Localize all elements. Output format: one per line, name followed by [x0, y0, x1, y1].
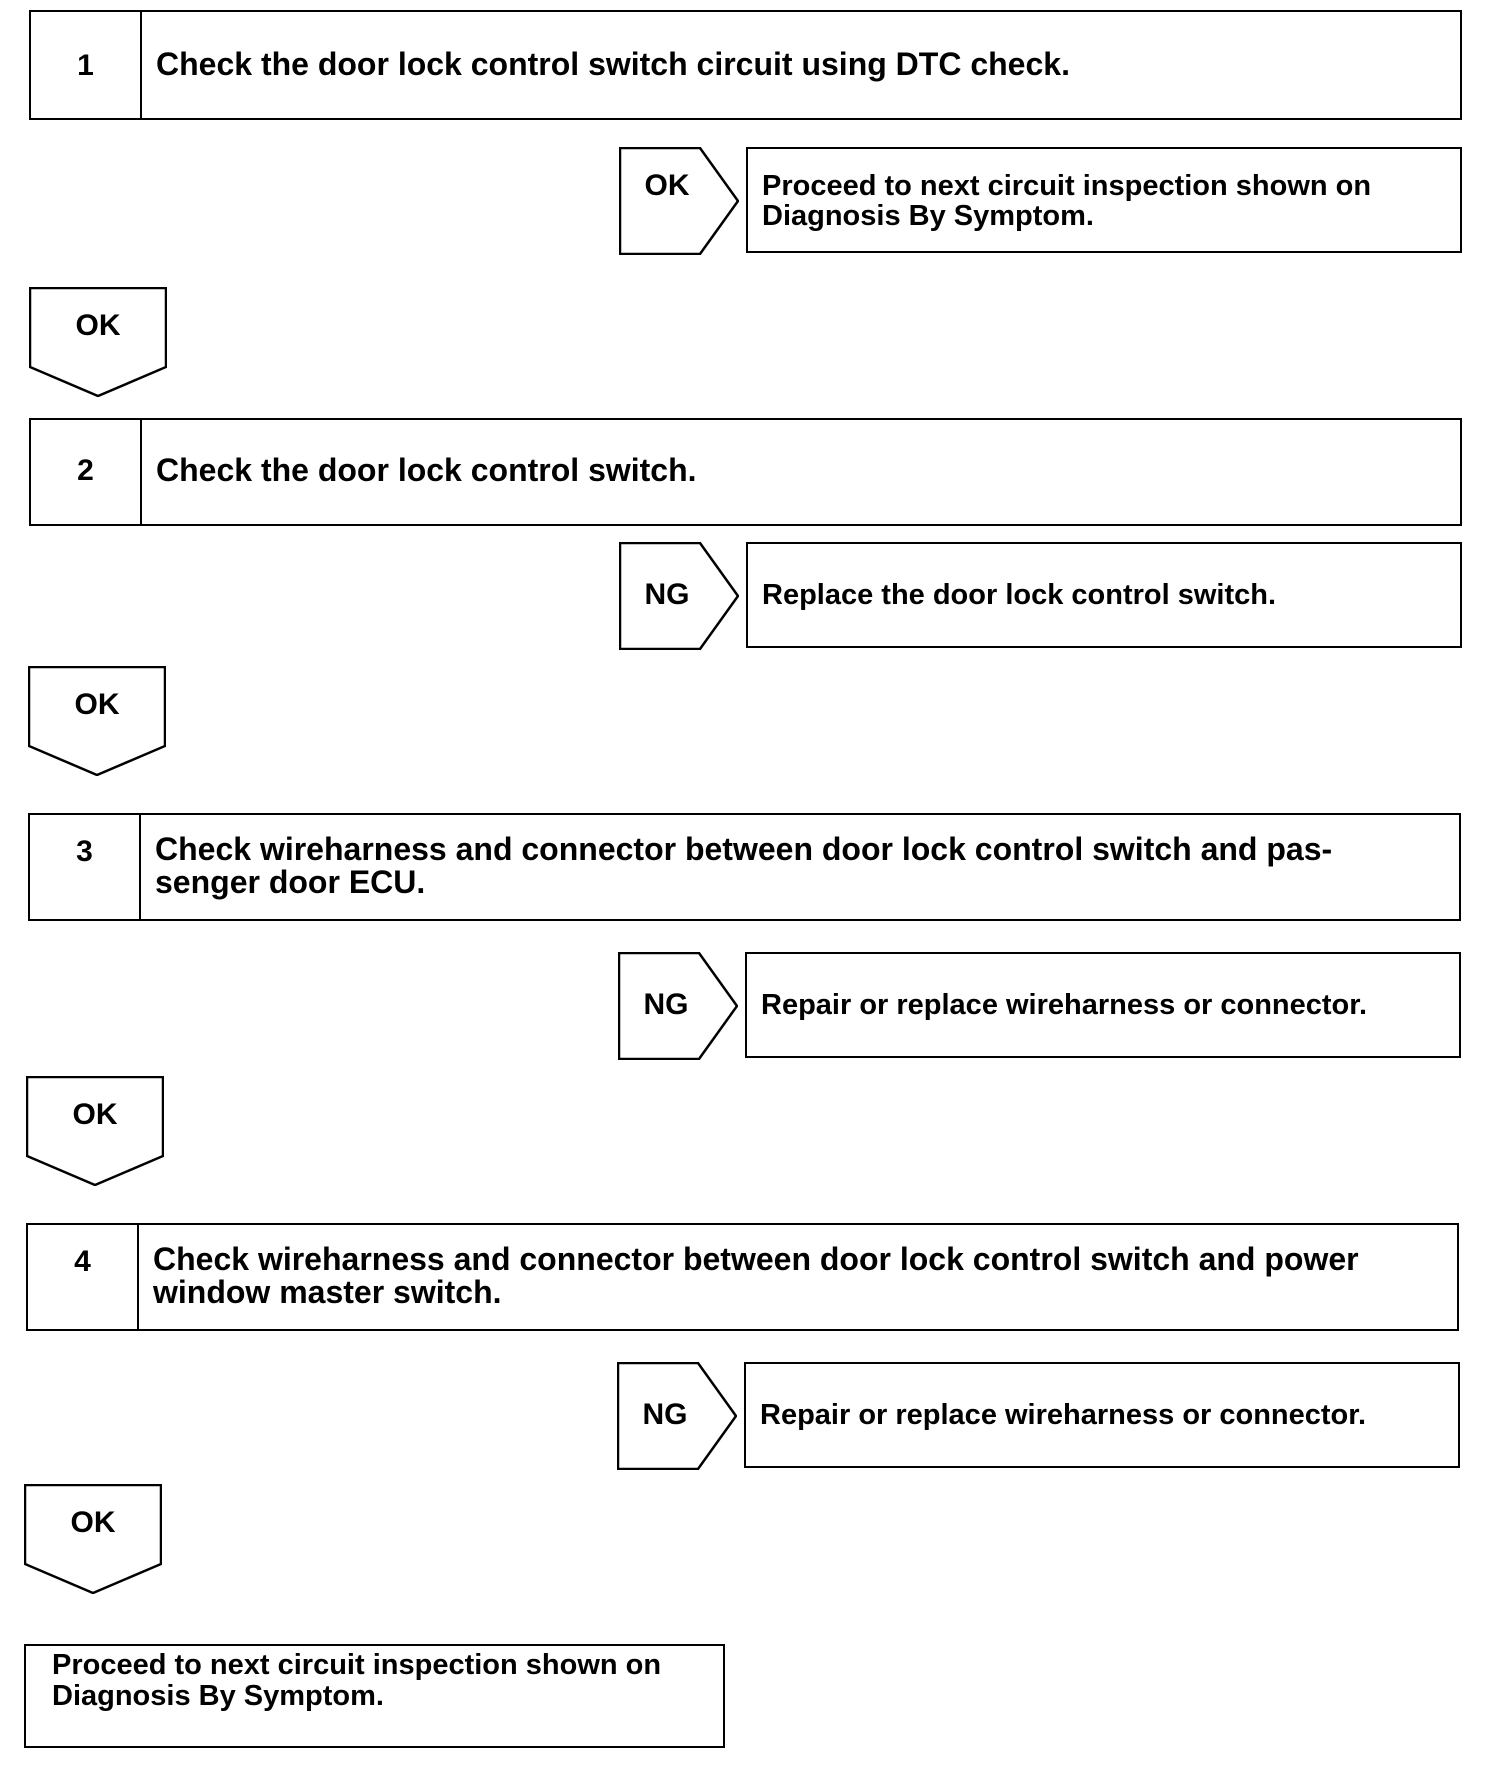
step-1-down-ok-arrow: OK	[29, 287, 167, 397]
step-1-box: 1 Check the door lock control switch cir…	[29, 10, 1462, 120]
step-2-branch-label: NG	[644, 578, 690, 611]
step-1-down-label: OK	[75, 309, 121, 342]
step-3-ng-result: Repair or replace wireharness or connect…	[745, 952, 1461, 1058]
step-1-text: Check the door lock control switch circu…	[156, 46, 1070, 82]
step-1-number: 1	[31, 12, 142, 118]
step-2-text: Check the door lock control switch.	[156, 452, 697, 488]
step-4-down-label: OK	[70, 1506, 116, 1539]
step-4-text: Check wireharness and connector between …	[153, 1241, 1359, 1310]
step-3-number: 3	[30, 815, 141, 919]
step-4-branch-label: NG	[642, 1398, 688, 1431]
final-result-box: Proceed to next circuit inspection shown…	[24, 1644, 725, 1748]
step-2-ng-result: Replace the door lock control switch.	[746, 542, 1462, 648]
step-4-ng-arrow: NG	[617, 1362, 737, 1470]
step-3-down-ok-arrow: OK	[26, 1076, 164, 1186]
step-3-text: Check wireharness and connector between …	[155, 831, 1333, 900]
step-4-number: 4	[28, 1225, 139, 1329]
step-4-ng-result: Repair or replace wireharness or connect…	[744, 1362, 1460, 1468]
step-2-box: 2 Check the door lock control switch.	[29, 418, 1462, 526]
step-2-ng-arrow: NG	[619, 542, 739, 650]
step-4-box: 4 Check wireharness and connector betwee…	[26, 1223, 1459, 1331]
step-3-branch-label: NG	[643, 988, 689, 1021]
step-2-down-label: OK	[74, 688, 120, 721]
step-1-branch-label: OK	[644, 169, 690, 202]
step-3-box: 3 Check wireharness and connector betwee…	[28, 813, 1461, 921]
step-3-down-label: OK	[72, 1098, 118, 1131]
step-1-ok-result: Proceed to next circuit inspection shown…	[746, 147, 1462, 253]
step-2-number: 2	[31, 420, 142, 524]
step-1-ok-arrow: OK	[619, 147, 739, 255]
step-2-down-ok-arrow: OK	[28, 666, 166, 776]
step-3-ng-arrow: NG	[618, 952, 738, 1060]
step-4-down-ok-arrow: OK	[24, 1484, 162, 1594]
